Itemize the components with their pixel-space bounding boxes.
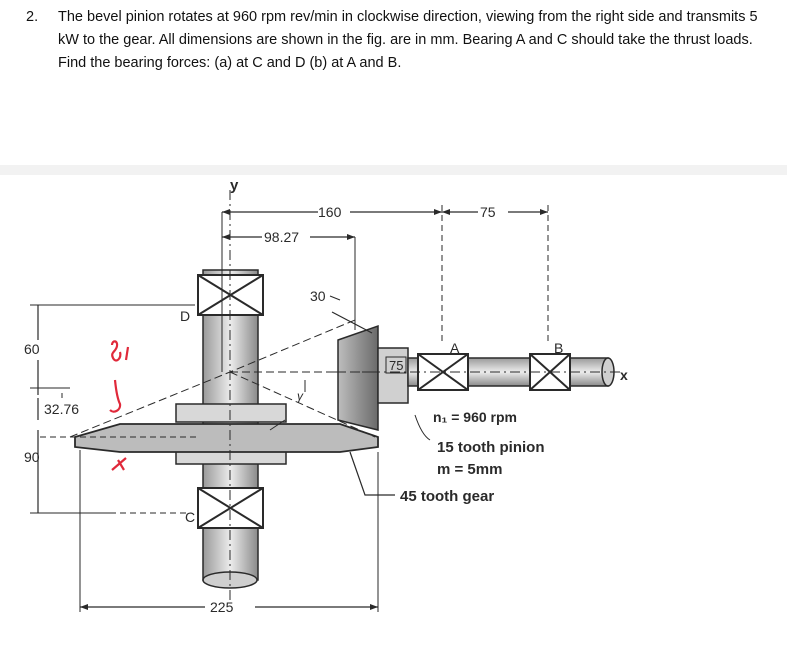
- dim-75-top: 75: [480, 204, 496, 220]
- problem-number: 2.: [26, 9, 39, 25]
- problem-text: The bevel pinion rotates at 960 rpm rev/…: [58, 9, 758, 71]
- label-a: A: [450, 340, 460, 356]
- problem-statement: 2. The bevel pinion rotates at 960 rpm r…: [20, 6, 780, 75]
- dim-60: 60: [24, 341, 40, 357]
- label-c: C: [185, 509, 195, 525]
- dim-225: 225: [210, 599, 234, 615]
- dim-75-box: 75: [389, 358, 403, 373]
- dim-160: 160: [318, 204, 342, 220]
- bevel-gear-figure: y x 160 75 98.27 30 60 32.76 90 225 75 D…: [0, 165, 787, 615]
- dim-90: 90: [24, 449, 40, 465]
- module-label: m = 5mm: [437, 461, 502, 478]
- axis-x-label: x: [620, 367, 628, 383]
- dim-98-27: 98.27: [264, 229, 299, 245]
- pinion-label: 15 tooth pinion: [437, 439, 544, 456]
- dim-30: 30: [310, 288, 326, 304]
- label-b: B: [554, 340, 563, 356]
- gamma-label: γ: [297, 389, 304, 403]
- speed-label: n₁ = 960 rpm: [433, 409, 517, 425]
- gear-label: 45 tooth gear: [400, 488, 494, 505]
- handwritten-annotation: [109, 340, 130, 471]
- axis-y-label: y: [230, 177, 239, 194]
- label-d: D: [180, 308, 190, 324]
- dim-32-76: 32.76: [44, 401, 79, 417]
